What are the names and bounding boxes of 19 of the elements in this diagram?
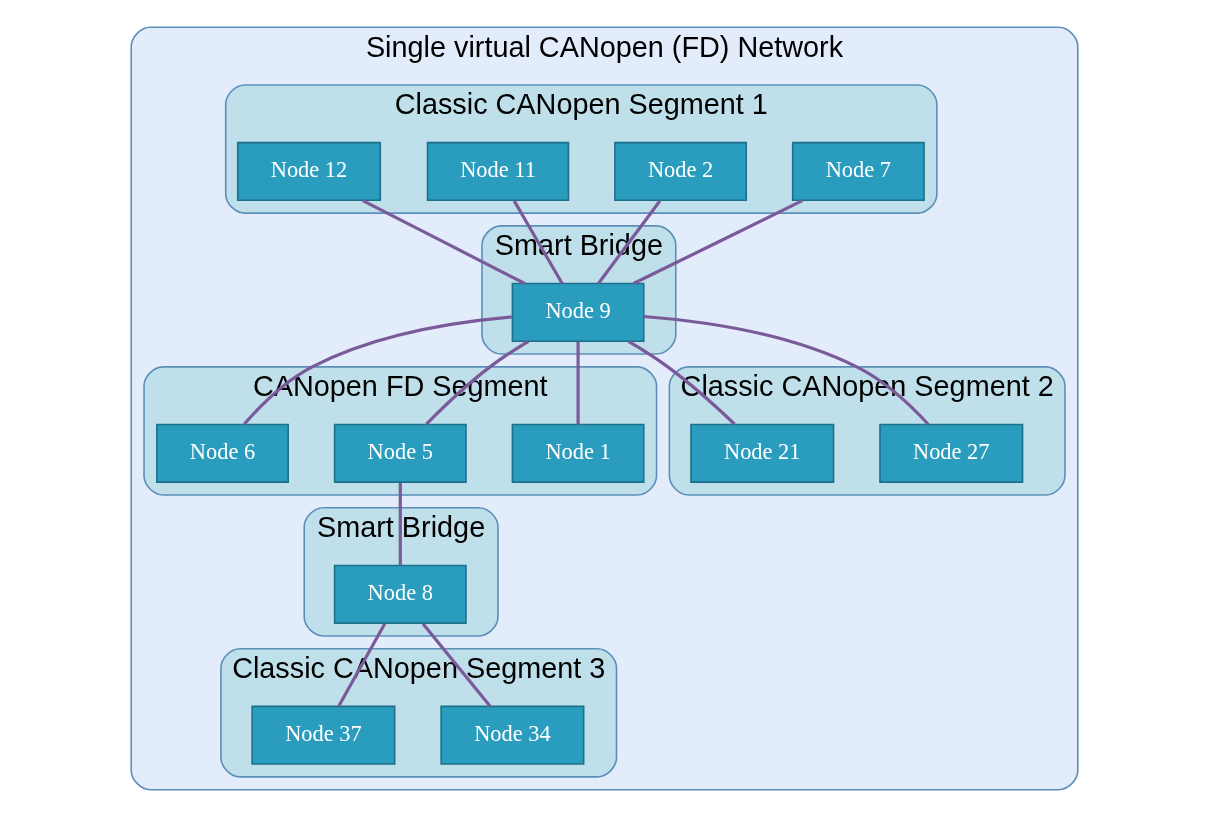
- node-box: Node 2: [613, 141, 747, 202]
- node-box: Node 34: [439, 705, 584, 765]
- node-box: Node 5: [333, 423, 467, 483]
- node-box: Node 11: [426, 141, 569, 202]
- node-box: Node 27: [878, 423, 1023, 483]
- connector: [627, 340, 736, 426]
- connector: [398, 482, 402, 566]
- node-box: Node 12: [236, 141, 381, 202]
- node-box: Node 7: [791, 141, 925, 202]
- connector: [361, 199, 526, 285]
- node-box: Node 21: [689, 423, 834, 483]
- connector: [421, 622, 491, 708]
- connector: [575, 341, 580, 425]
- node-box: Node 9: [511, 282, 645, 343]
- node-box: Node 6: [155, 423, 289, 483]
- node-box: Node 8: [333, 564, 467, 624]
- node-box: Node 37: [250, 705, 395, 765]
- connector: [632, 199, 803, 285]
- node-box: Node 1: [511, 423, 645, 483]
